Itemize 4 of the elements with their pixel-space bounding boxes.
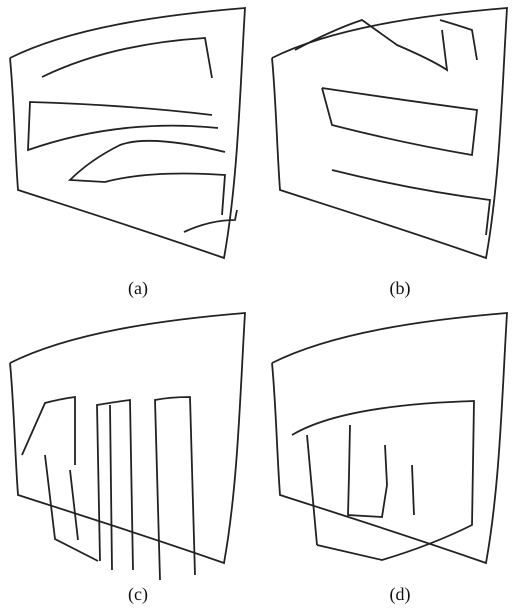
panel-label: (d) [390,584,410,605]
panel-label: (c) [128,584,148,605]
panel-label: (b) [390,278,410,299]
panel-label: (a) [128,278,148,299]
